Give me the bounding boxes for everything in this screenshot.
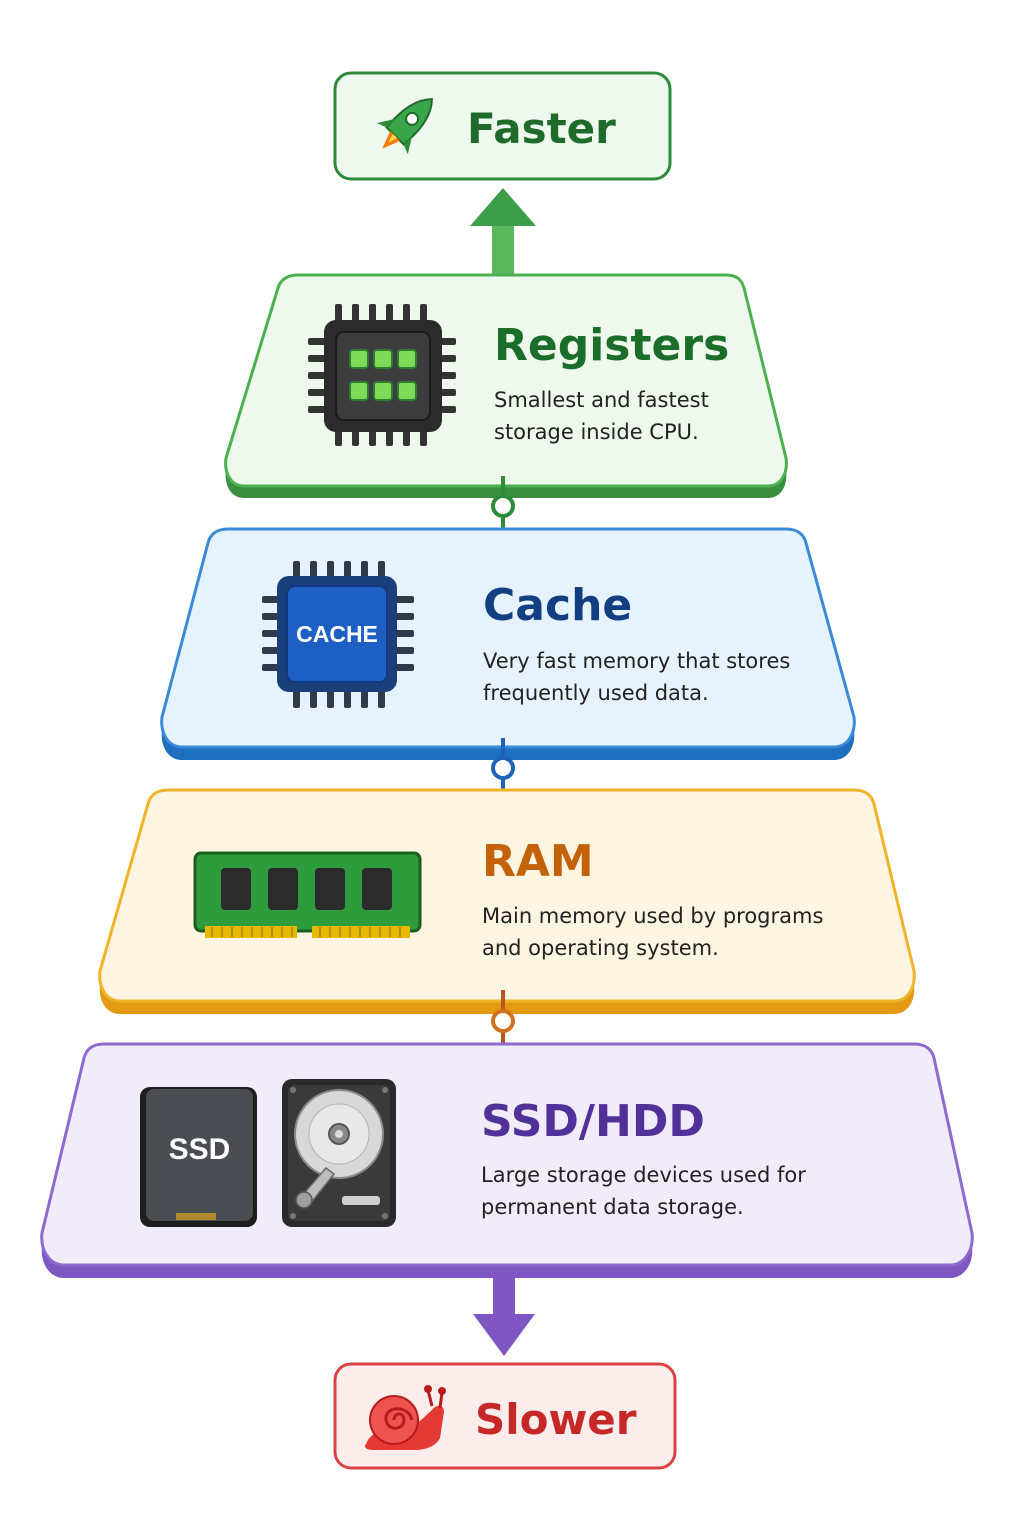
faster-label: Faster	[467, 104, 616, 153]
cpu-chip-icon	[308, 304, 456, 446]
registers-description: Smallest and fastest storage inside CPU.	[494, 388, 709, 444]
registers-title: Registers	[494, 320, 730, 371]
ram-panel	[98, 788, 916, 1014]
ram-module-icon	[193, 851, 422, 938]
up-arrow	[470, 188, 536, 275]
storage-panel	[40, 1042, 974, 1278]
connector-registers-cache	[491, 476, 515, 536]
rocket-icon	[376, 98, 433, 155]
connector-ram-storage	[491, 990, 515, 1052]
storage-title: SSD/HDD	[481, 1096, 705, 1147]
down-arrow	[473, 1276, 535, 1356]
connector-cache-ram	[491, 738, 515, 798]
hdd-icon	[282, 1079, 396, 1227]
ram-description: Main memory used by programs and operati…	[482, 904, 824, 960]
cache-chip-label: CACHE	[296, 621, 378, 647]
faster-box	[333, 71, 672, 181]
snail-icon	[364, 1385, 446, 1450]
ram-title: RAM	[482, 836, 594, 887]
cache-chip-icon	[262, 561, 414, 708]
cache-description: Very fast memory that stores frequently …	[483, 649, 791, 705]
ssd-icon	[140, 1087, 257, 1227]
storage-description: Large storage devices used for permanent…	[481, 1163, 806, 1219]
ssd-icon-label: SSD	[168, 1133, 231, 1166]
cache-title: Cache	[483, 580, 633, 631]
slower-label: Slower	[475, 1395, 637, 1444]
